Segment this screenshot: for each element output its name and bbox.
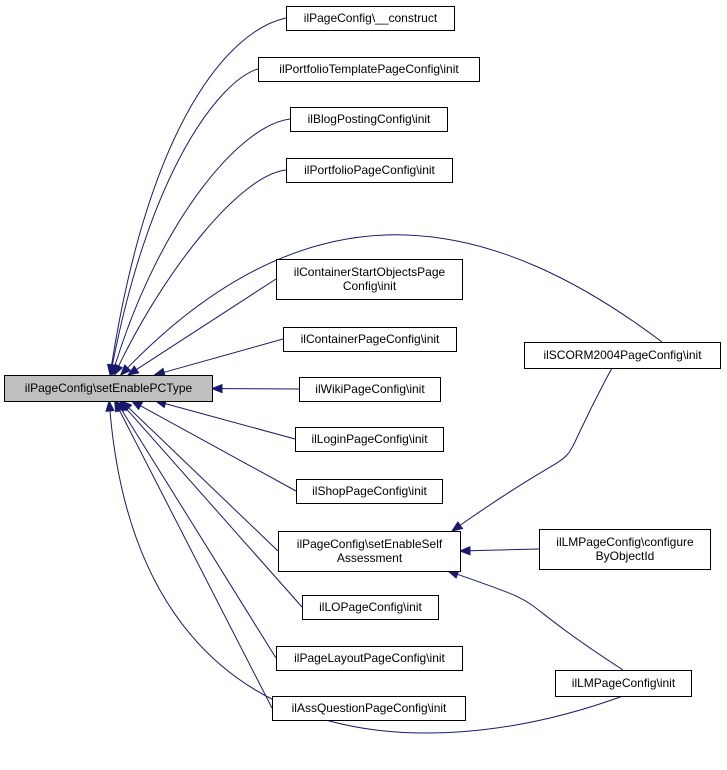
node-lo-page[interactable]: ilLOPageConfig\init xyxy=(302,595,439,620)
edge-blog-posting-to-root xyxy=(110,118,291,377)
edge-line xyxy=(111,17,287,366)
node-box xyxy=(539,529,711,570)
nodes-layer: ilPageConfig\setEnablePCType ilPageConfig… xyxy=(4,6,721,721)
arrowhead xyxy=(114,399,124,413)
arrowhead xyxy=(105,399,115,412)
edge-login-page-to-root xyxy=(154,399,296,440)
node-lm-init[interactable]: ilLMPageConfig\init xyxy=(555,670,692,697)
node-label: ilLOPageConfig\init xyxy=(319,600,422,614)
node-label: ilPageConfig\setEnableSelf xyxy=(297,537,443,551)
node-label: ilContainerPageConfig\init xyxy=(301,332,440,346)
node-label: ilSCORM2004PageConfig\init xyxy=(543,348,702,362)
edge-scorm2004-to-self-assessment xyxy=(450,367,613,532)
edge-line xyxy=(114,118,291,366)
node-construct[interactable]: ilPageConfig\__construct xyxy=(286,6,455,31)
node-box xyxy=(276,646,463,671)
node-box xyxy=(272,696,466,721)
arrowhead xyxy=(458,545,471,556)
edge-line xyxy=(165,403,296,440)
edge-line xyxy=(127,234,663,369)
edge-container-page-to-root xyxy=(153,338,284,377)
arrowhead xyxy=(130,400,144,411)
node-box xyxy=(296,479,443,504)
node-box xyxy=(302,595,439,620)
node-box xyxy=(524,342,721,369)
node-label: Assessment xyxy=(337,551,403,565)
edge-lo-page-to-root xyxy=(118,399,303,608)
node-label: ilWikiPageConfig\init xyxy=(315,382,425,396)
edge-shop-page-to-root xyxy=(130,400,297,492)
edge-line xyxy=(136,278,277,370)
node-label: ilPageConfig\setEnablePCType xyxy=(25,381,193,395)
edge-portfolio-template-to-root xyxy=(107,68,259,377)
edge-line xyxy=(140,405,297,492)
node-label: ilShopPageConfig\init xyxy=(312,484,427,498)
arrowhead xyxy=(126,365,140,376)
edge-page-layout-to-root xyxy=(115,399,277,659)
node-box xyxy=(258,57,480,82)
edge-line xyxy=(125,408,303,608)
edges-layer xyxy=(105,17,663,734)
edge-line xyxy=(457,573,624,671)
node-label: ilPageConfig\__construct xyxy=(304,11,438,25)
node-label: ilPortfolioTemplatePageConfig\init xyxy=(279,62,459,76)
edge-container-start-to-root xyxy=(126,278,277,376)
node-scorm2004[interactable]: ilSCORM2004PageConfig\init xyxy=(524,342,721,369)
edge-lm-configure-to-self-assessment xyxy=(458,545,540,556)
edge-scorm2004-to-root xyxy=(119,234,663,376)
node-label: Config\init xyxy=(343,279,397,293)
node-label: ilBlogPostingConfig\init xyxy=(308,112,431,126)
node-portfolio-template[interactable]: ilPortfolioTemplatePageConfig\init xyxy=(258,57,480,82)
edge-line xyxy=(111,68,259,366)
node-label: ilLMPageConfig\init xyxy=(572,676,676,690)
node-container-page[interactable]: ilContainerPageConfig\init xyxy=(283,327,457,352)
node-label: ilPageLayoutPageConfig\init xyxy=(294,651,445,665)
node-ass-question[interactable]: ilAssQuestionPageConfig\init xyxy=(272,696,466,721)
node-label: ilPortfolioPageConfig\init xyxy=(304,163,435,177)
edge-line xyxy=(163,338,284,373)
edge-ass-question-to-root xyxy=(114,399,273,709)
edge-wiki-page-to-root xyxy=(210,383,300,394)
node-box xyxy=(295,427,444,452)
arrowhead xyxy=(113,363,124,377)
node-shop-page[interactable]: ilShopPageConfig\init xyxy=(296,479,443,504)
node-label: ilAssQuestionPageConfig\init xyxy=(292,701,447,715)
node-label: ilLMPageConfig\configure xyxy=(556,535,694,549)
node-box xyxy=(299,377,441,402)
node-label: ilLoginPageConfig\init xyxy=(311,432,428,446)
node-blog-posting[interactable]: ilBlogPostingConfig\init xyxy=(290,107,448,132)
edge-lm-init-to-self-assessment xyxy=(446,569,624,671)
edge-self-assessment-to-root xyxy=(120,400,279,552)
node-wiki-page[interactable]: ilWikiPageConfig\init xyxy=(299,377,441,402)
arrowhead xyxy=(119,364,132,376)
node-box xyxy=(278,531,461,572)
edge-line xyxy=(128,407,279,552)
edge-portfolio-page-to-root xyxy=(113,169,287,377)
node-box xyxy=(555,670,692,697)
node-box xyxy=(4,375,213,402)
node-page-layout[interactable]: ilPageLayoutPageConfig\init xyxy=(276,646,463,671)
node-box xyxy=(276,259,463,300)
node-box xyxy=(286,158,453,183)
node-box xyxy=(286,6,455,31)
edge-line xyxy=(118,169,287,367)
node-login-page[interactable]: ilLoginPageConfig\init xyxy=(295,427,444,452)
arrowhead xyxy=(450,521,464,532)
node-label: ByObjectId xyxy=(596,549,655,563)
node-label: ilContainerStartObjectsPage xyxy=(294,265,446,279)
node-box xyxy=(290,107,448,132)
edge-line xyxy=(118,409,273,709)
edge-line xyxy=(120,409,277,659)
arrowhead xyxy=(210,383,223,394)
edge-line xyxy=(459,367,613,526)
node-portfolio-page[interactable]: ilPortfolioPageConfig\init xyxy=(286,158,453,183)
node-root[interactable]: ilPageConfig\setEnablePCType xyxy=(4,375,213,402)
edge-line xyxy=(469,548,540,552)
node-box xyxy=(283,327,457,352)
